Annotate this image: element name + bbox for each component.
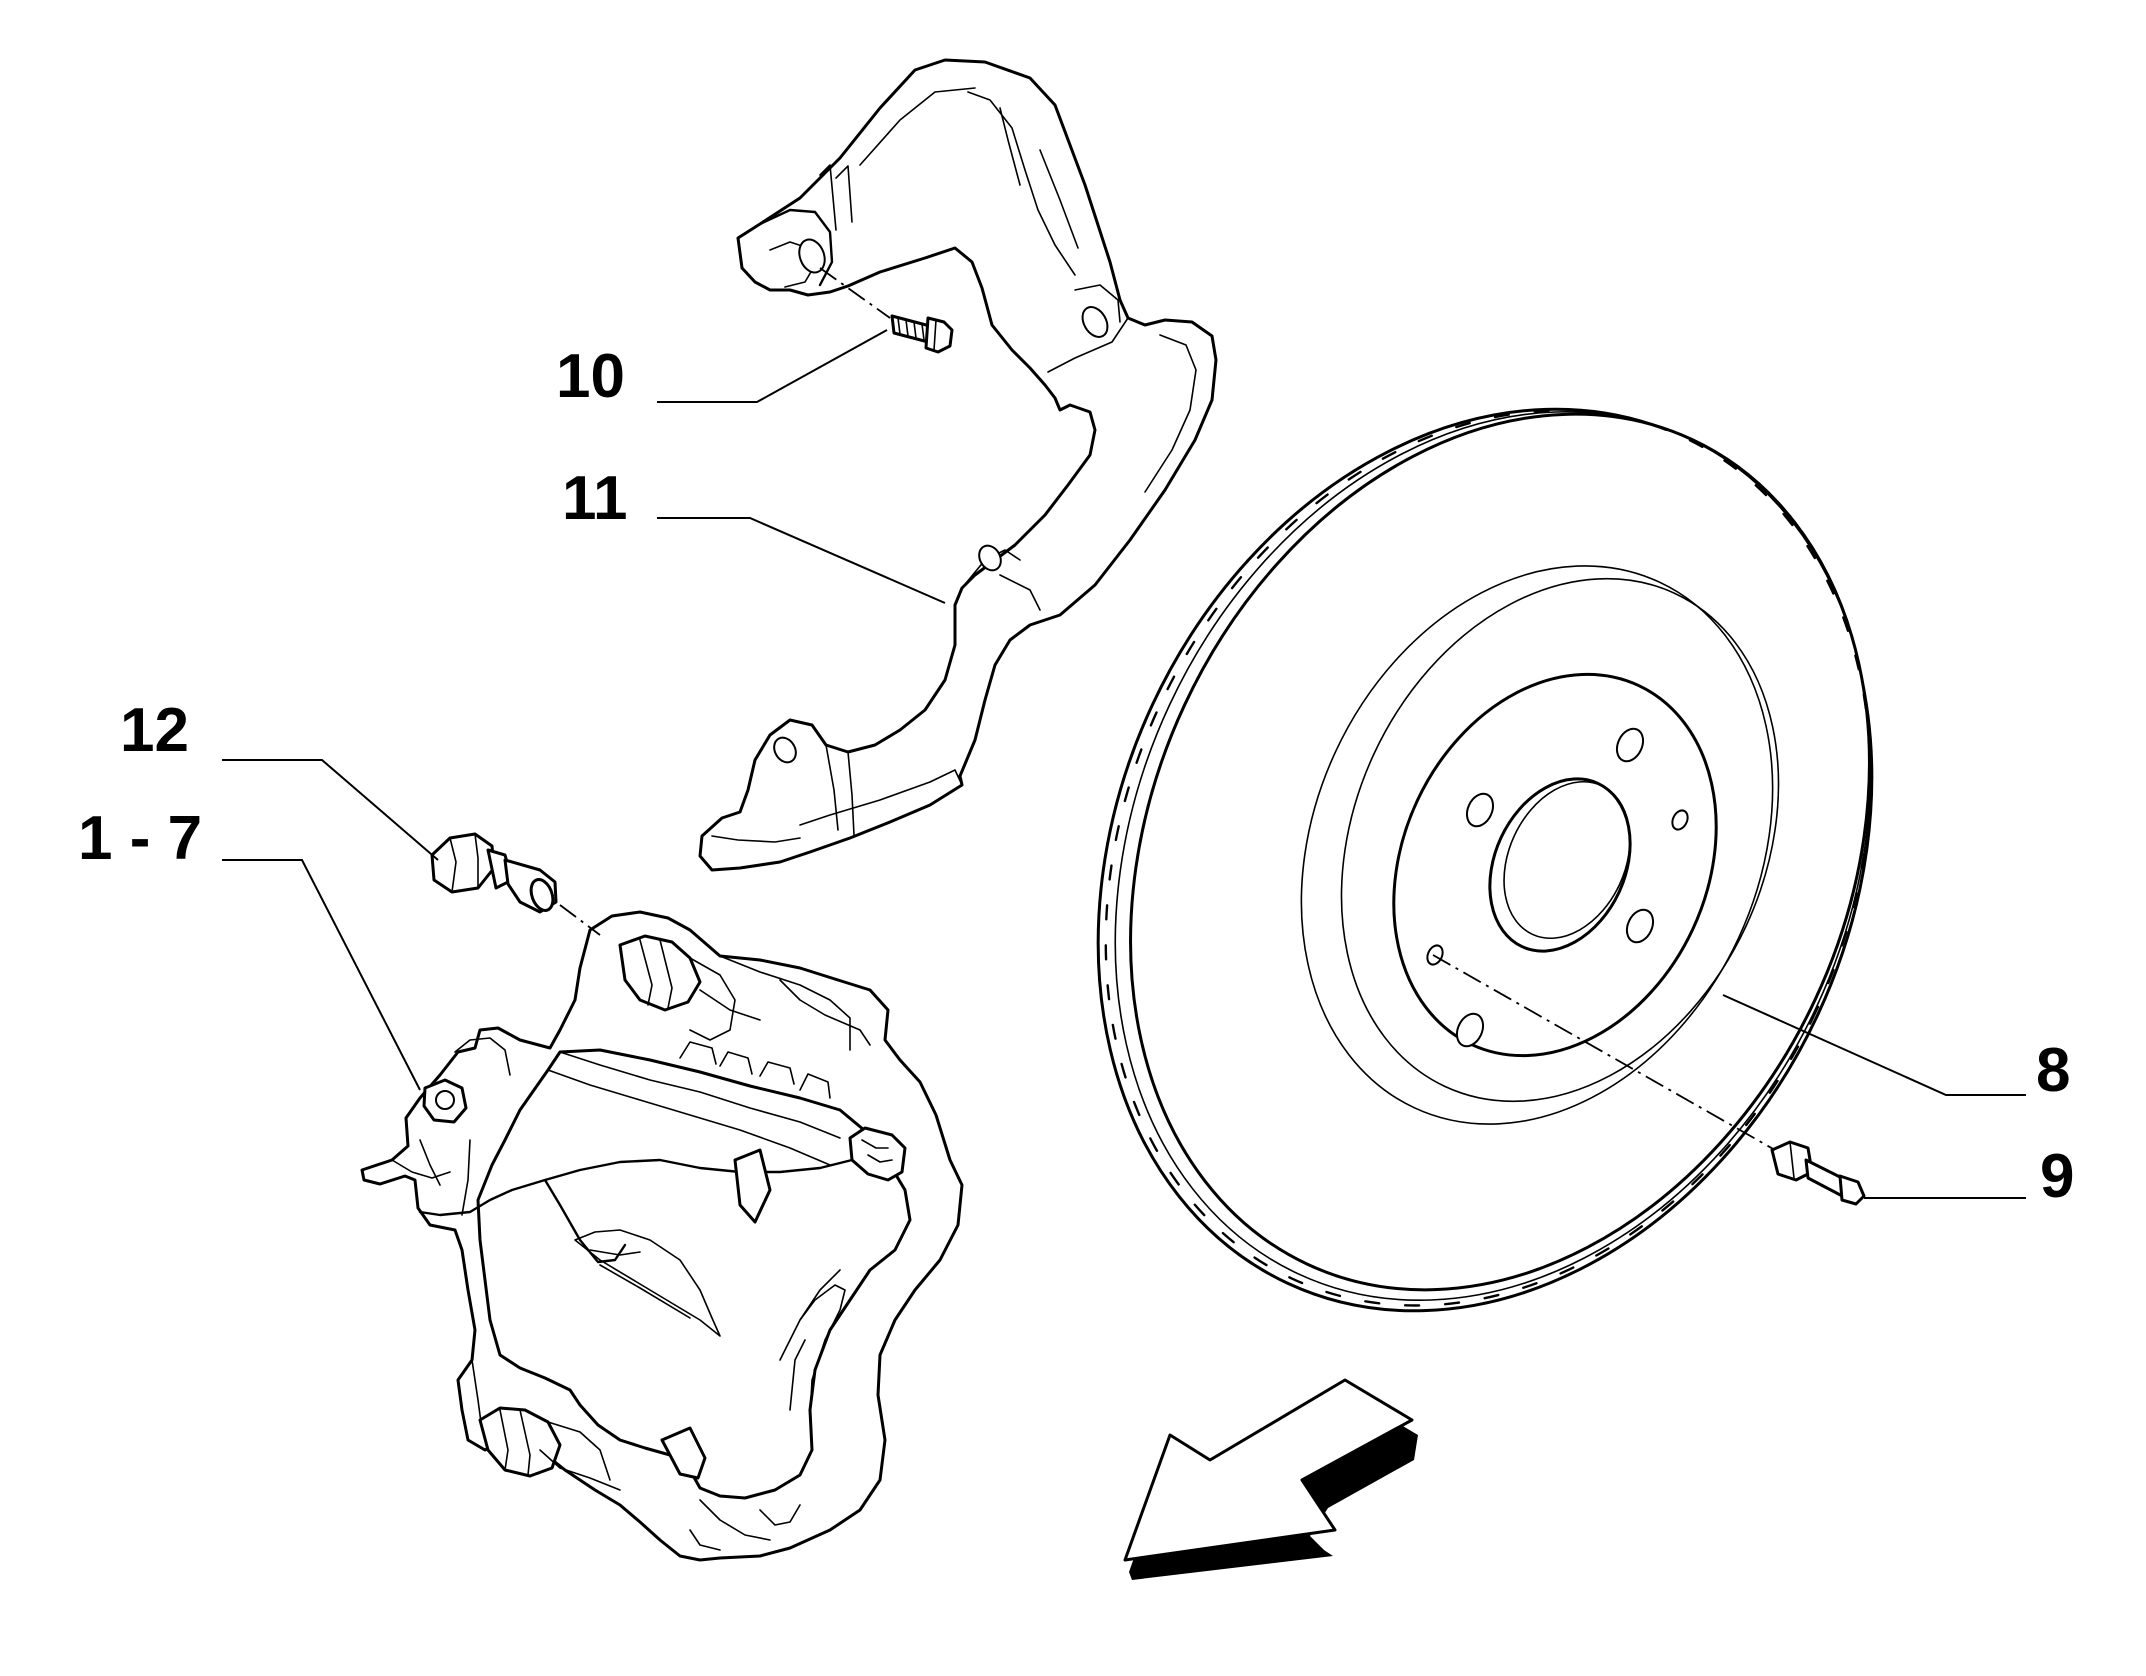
caliper-bolt: [430, 832, 558, 914]
callout-12: 12: [120, 696, 189, 765]
leader-line-12: [222, 759, 439, 861]
callout-8: 8: [2036, 1036, 2071, 1105]
shield-bolt: [890, 314, 954, 354]
assembly-axis-lines: [559, 267, 1776, 1151]
leader-line-11: [657, 517, 946, 604]
brake-caliper: [360, 910, 964, 1562]
leader-lines: [222, 329, 2026, 1199]
direction-arrow: [1123, 1378, 1418, 1580]
brake-disc: [1096, 407, 1874, 1313]
callout-1-7: 1 - 7: [78, 804, 203, 873]
callout-11: 11: [562, 464, 628, 533]
callout-10: 10: [556, 342, 625, 411]
leader-line-10: [657, 329, 888, 403]
disc-locating-screw: [1770, 1140, 1866, 1206]
leader-line-8: [1722, 994, 2026, 1096]
leader-line-1-7: [222, 859, 421, 1091]
brake-dust-shield: [698, 58, 1218, 872]
callout-9: 9: [2040, 1142, 2075, 1211]
